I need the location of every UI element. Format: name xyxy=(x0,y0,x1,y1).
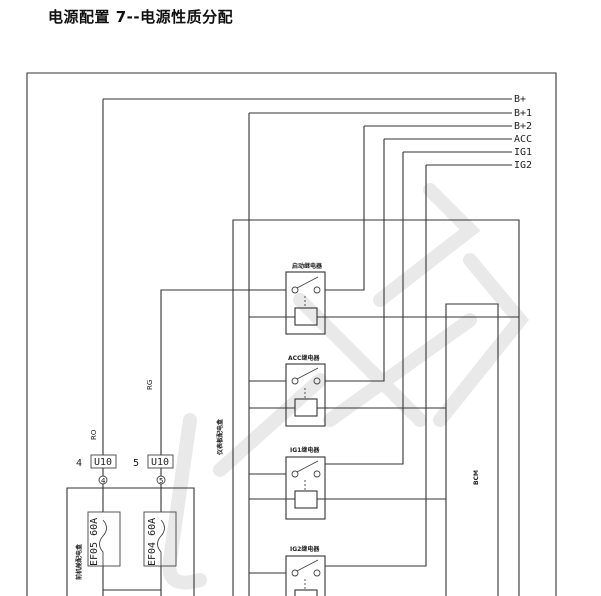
wire-color-label: RG xyxy=(146,380,154,390)
relay-label: IG2继电器 xyxy=(290,545,320,553)
rail-label-ig2: IG2 xyxy=(514,160,532,171)
relay-label: ACC继电器 xyxy=(288,354,320,362)
relay-acc: ACC继电器 xyxy=(285,354,326,427)
relay-ig2: IG2继电器 xyxy=(285,545,326,596)
svg-text:U10: U10 xyxy=(94,457,112,468)
svg-text:4: 4 xyxy=(76,458,82,469)
page-title: 电源配置 7--电源性质分配 xyxy=(48,8,234,26)
svg-text:U10: U10 xyxy=(151,457,169,468)
svg-text:EF04 60A: EF04 60A xyxy=(147,518,158,566)
rail-label-acc: ACC xyxy=(514,134,532,145)
svg-text:5: 5 xyxy=(133,458,139,469)
svg-text:5: 5 xyxy=(159,477,163,485)
left-fuse-box xyxy=(66,487,195,596)
connector-u10-pin5: 5 U10 5 RG xyxy=(133,380,174,512)
svg-text:4: 4 xyxy=(101,477,106,485)
bcm-box xyxy=(445,303,499,596)
mid-fuse-box xyxy=(232,219,520,596)
connector-u10-pin4: 4 U10 4 RO xyxy=(76,429,117,512)
left-box-label: 前机舱配电盒 xyxy=(75,543,83,580)
relay-label: IG1继电器 xyxy=(290,446,320,454)
fuse-ef05: EF05 60A xyxy=(87,511,121,596)
diagram-frame xyxy=(26,72,557,596)
svg-text:EF05 60A: EF05 60A xyxy=(89,518,100,566)
wire-color-label: RO xyxy=(90,429,98,440)
mid-box-label: 仪表板配电盒 xyxy=(216,418,224,456)
fuse-ef04: EF04 60A xyxy=(143,511,177,596)
rail-label-b-plus: B+ xyxy=(514,94,526,105)
rail-label-b-plus-2: B+2 xyxy=(514,121,532,132)
rail-label-ig1: IG1 xyxy=(514,147,532,158)
relay-ig1: IG1继电器 xyxy=(285,446,326,520)
rail-labels: B+ B+1 B+2 ACC IG1 IG2 xyxy=(514,94,532,171)
power-rails xyxy=(103,98,512,166)
bcm-label: BCM xyxy=(473,470,480,485)
relay-label: 启动继电器 xyxy=(292,262,323,270)
watermark xyxy=(162,183,530,590)
rail-label-b-plus-1: B+1 xyxy=(514,108,532,119)
